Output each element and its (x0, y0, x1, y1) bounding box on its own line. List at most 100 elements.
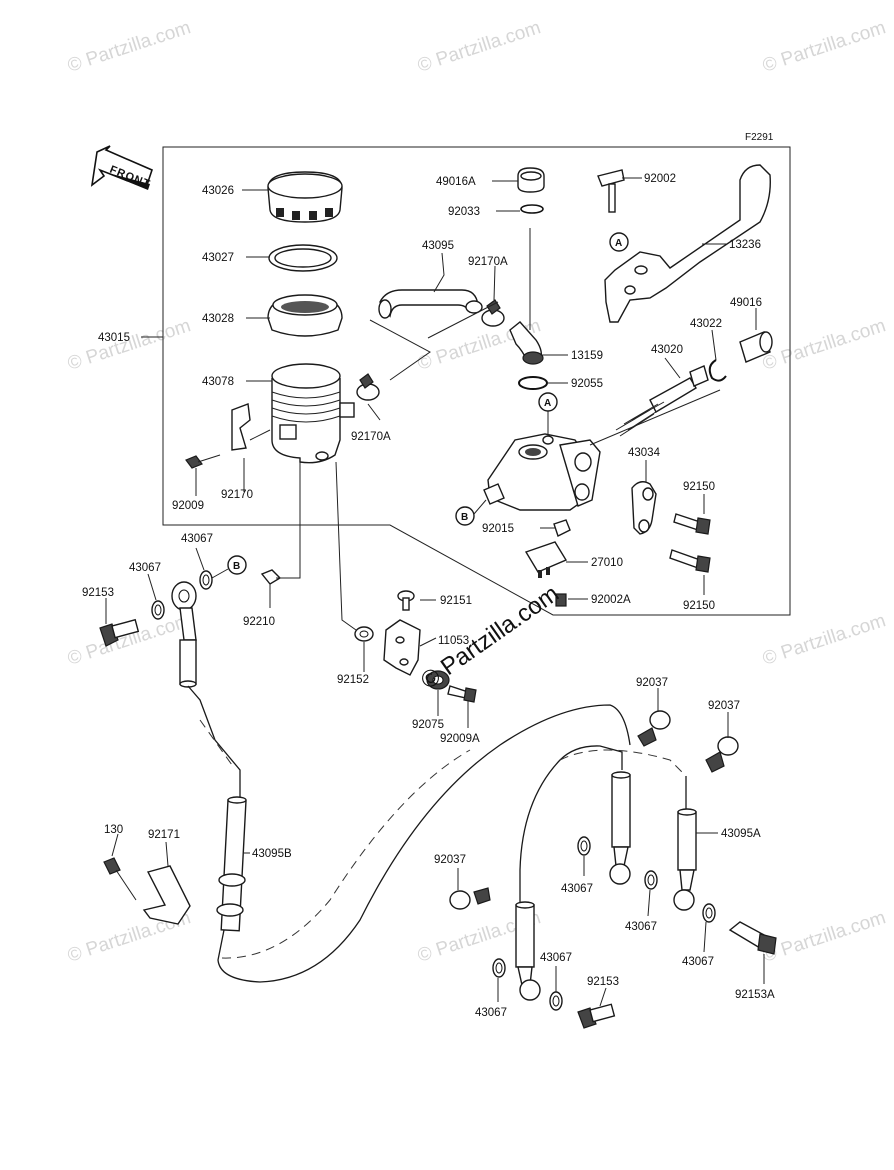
label-13159: 13159 (571, 350, 603, 362)
bushing-49016 (739, 331, 773, 363)
label-13236: 13236 (729, 239, 761, 251)
label-92037-c: 92037 (434, 854, 466, 866)
label-43067-c: 43067 (561, 883, 593, 895)
boot-49016a (517, 167, 545, 193)
washer-43067-f (492, 958, 506, 978)
watermark: © Partzilla.com (760, 907, 888, 967)
bolt-92009 (185, 454, 221, 469)
nut-92210 (260, 569, 282, 585)
label-43095: 43095 (422, 240, 454, 252)
svg-text:A: A (544, 398, 551, 409)
label-92002: 92002 (644, 173, 676, 185)
label-43027: 43027 (202, 252, 234, 264)
label-43026: 43026 (202, 185, 234, 197)
grommet-92075 (426, 670, 450, 690)
master-cylinder-body (483, 433, 601, 511)
o-ring-92055 (518, 376, 548, 390)
label-92151: 92151 (440, 595, 472, 607)
label-49016: 49016 (730, 297, 762, 309)
label-92037-b: 92037 (708, 700, 740, 712)
bleeder-bolt-92153a (728, 921, 777, 955)
bracket-92170 (231, 403, 251, 451)
clamp-43034 (631, 481, 657, 535)
front-arrow-icon: FRONT (90, 145, 153, 191)
label-92210: 92210 (243, 616, 275, 628)
label-92002a: 92002A (591, 594, 631, 606)
circlip-43022 (708, 359, 727, 382)
label-43067-b: 43067 (129, 562, 161, 574)
screw-92002a (555, 593, 567, 607)
banjo-bolt-92153-a (99, 618, 140, 647)
brake-hose-upper-left (171, 581, 197, 688)
piston-assembly-43020 (615, 365, 709, 437)
label-27010: 27010 (591, 557, 623, 569)
label-92153-a: 92153 (82, 587, 114, 599)
label-92033: 92033 (448, 206, 480, 218)
svg-text:A: A (615, 238, 622, 249)
label-92171: 92171 (148, 829, 180, 841)
pivot-bolt-92002 (597, 169, 625, 213)
label-43022: 43022 (690, 318, 722, 330)
ref-a-body: A (538, 392, 558, 412)
label-92075: 92075 (412, 719, 444, 731)
label-92037-a: 92037 (636, 677, 668, 689)
svg-text:B: B (461, 512, 468, 523)
label-92015: 92015 (482, 523, 514, 535)
brake-hose-lower-center (515, 901, 541, 1001)
clamp-92037-c (449, 887, 491, 910)
diaphragm-plate-43027 (268, 244, 338, 272)
label-92170a-top: 92170A (468, 256, 508, 268)
washer-43067-c (577, 836, 591, 856)
label-49016a: 49016A (436, 176, 476, 188)
screw-92009a (447, 685, 477, 703)
leader-lines (141, 177, 757, 600)
label-43067-g: 43067 (540, 952, 572, 964)
assembly-outline (162, 146, 791, 616)
label-43015: 43015 (98, 332, 130, 344)
label-43020: 43020 (651, 344, 683, 356)
hose-fitting-13159 (509, 321, 544, 365)
watermark: © Partzilla.com (65, 17, 193, 77)
label-43078: 43078 (202, 376, 234, 388)
washer-43067-a (199, 570, 213, 590)
label-92152: 92152 (337, 674, 369, 686)
label-43067-f: 43067 (475, 1007, 507, 1019)
watermark: © Partzilla.com (415, 17, 543, 77)
label-92009a: 92009A (440, 733, 480, 745)
washer-43067-g (549, 991, 563, 1011)
brake-hose-43095b (216, 796, 247, 932)
label-92153a: 92153A (735, 989, 775, 1001)
label-92009: 92009 (172, 500, 204, 512)
label-92150-a: 92150 (683, 481, 715, 493)
ref-a-lever: A (609, 232, 629, 252)
watermark: © Partzilla.com (760, 610, 888, 670)
diaphragm-43028 (267, 294, 343, 337)
ref-b-body: B (455, 506, 475, 526)
bolt-92150-a (673, 513, 711, 535)
watermark: © Partzilla.com (760, 17, 888, 77)
watermarks: © Partzilla.com © Partzilla.com © Partzi… (65, 17, 888, 967)
watermark: © Partzilla.com (65, 315, 193, 375)
hose-clamp-92170a-top (481, 299, 505, 327)
label-92153-b: 92153 (587, 976, 619, 988)
washer-92152 (354, 626, 374, 642)
label-92170: 92170 (221, 489, 253, 501)
washer-43067-e (702, 903, 716, 923)
label-43034: 43034 (628, 447, 661, 459)
part-labels: 43026 43027 43028 43015 43078 92009 9217… (82, 173, 775, 1019)
circlip-92033 (520, 204, 544, 214)
brake-hose-43095a-right (673, 808, 697, 911)
watermark: © Partzilla.com (65, 610, 193, 670)
diagram-code: F2291 (745, 132, 774, 143)
reservoir-hose-43095 (378, 289, 483, 319)
label-43095b: 43095B (252, 848, 292, 860)
switch-27010 (524, 541, 568, 578)
bolt-130 (103, 857, 137, 901)
label-92170a-bottom: 92170A (351, 431, 391, 443)
label-11053: 11053 (438, 635, 469, 647)
leader-lines-lower (105, 547, 765, 1007)
reservoir-43078 (271, 363, 355, 464)
ref-b-banjo: B (227, 555, 247, 575)
switch-bracket-11053 (383, 619, 421, 676)
